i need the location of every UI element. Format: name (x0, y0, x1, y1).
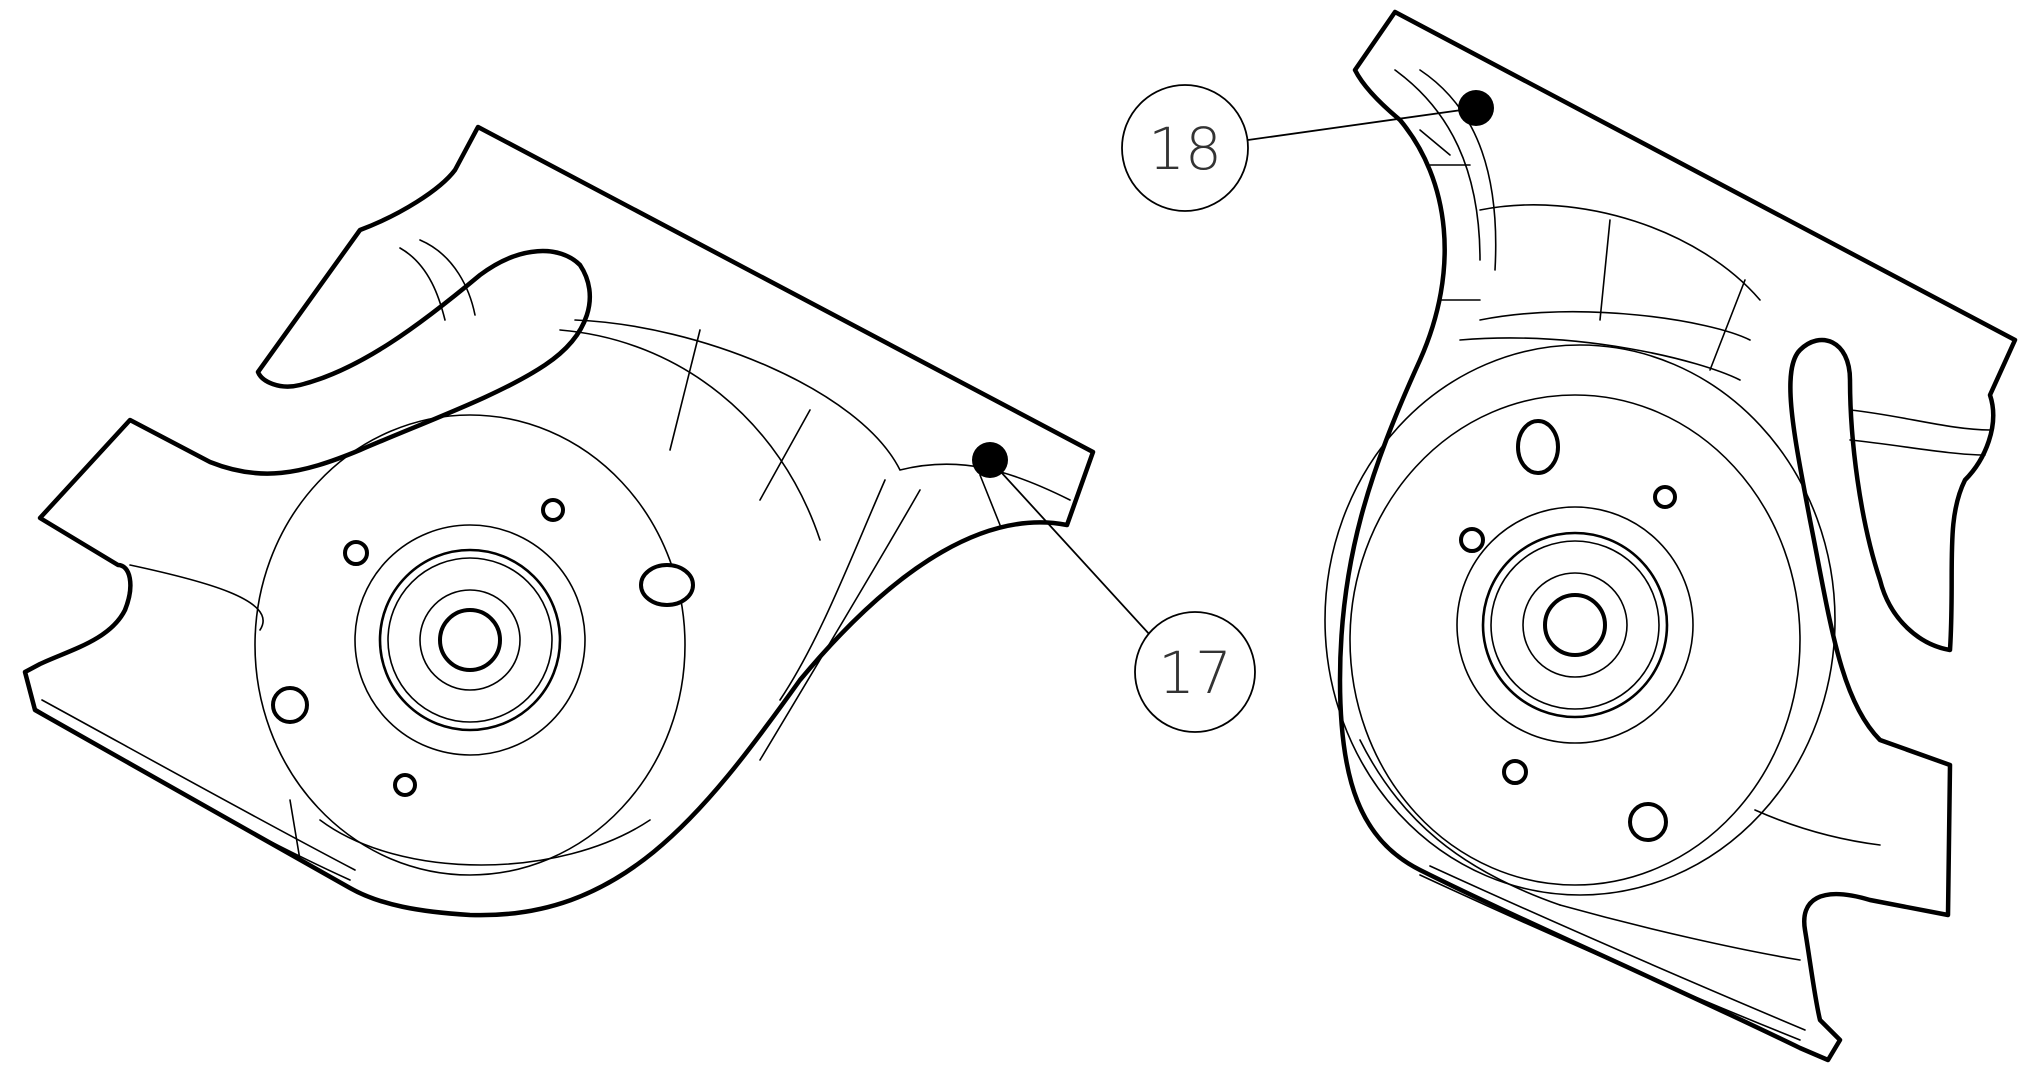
callout-17-circle (1134, 611, 1256, 733)
left-slot-hole (639, 563, 695, 607)
right-bracket-contour (1419, 69, 1497, 271)
right-bracket-contour (1419, 874, 1801, 1041)
callout-18-label: 18 (1148, 115, 1222, 183)
left-disc-outer (254, 414, 686, 876)
left-bolt-hole (541, 498, 565, 522)
right-bracket-contour (1754, 809, 1881, 846)
right-bolt-hole (1628, 802, 1668, 842)
left-bracket-contour (289, 799, 301, 861)
right-hub-ring (1456, 506, 1694, 744)
right-bracket-contour (1479, 204, 1761, 301)
left-bracket-contour (979, 474, 1001, 526)
right-disc-outer (1324, 344, 1836, 896)
left-disc-rim (319, 819, 651, 866)
left-bolt-hole (271, 686, 309, 724)
left-bracket-contour (129, 564, 264, 631)
left-bracket-contour (34, 707, 351, 881)
right-hub-ring (1490, 540, 1660, 710)
right-hub-ring (1481, 531, 1669, 719)
right-bracket-outline (1337, 9, 2018, 1063)
right-bracket-contour (1599, 219, 1611, 321)
left-bracket-contour (574, 319, 1071, 501)
right-bracket-part (1324, 9, 2018, 1063)
left-hub-bore (438, 608, 502, 672)
right-bracket-contour (1394, 69, 1481, 261)
callout-17-leader (989, 459, 1151, 636)
right-bolt-hole (1653, 485, 1677, 509)
left-bracket-contour (759, 489, 921, 761)
callout-17: 17 (989, 459, 1256, 733)
right-bolt-hole (1459, 527, 1485, 553)
right-bracket-contour (1359, 739, 1561, 906)
right-bracket-contour (1429, 865, 1806, 1031)
left-bracket-contour (399, 247, 446, 321)
right-bolt-hole (1502, 759, 1528, 785)
right-disc-outer (1349, 394, 1801, 886)
right-bracket-contour (1559, 904, 1801, 961)
left-hub-ring (419, 589, 521, 691)
left-hub-ring (387, 557, 553, 723)
right-slot-hole (1516, 419, 1560, 475)
left-bracket-outline (22, 124, 1096, 918)
left-bracket-contour (559, 329, 821, 541)
left-hub-ring (354, 524, 586, 756)
left-bracket-contour (669, 329, 701, 451)
right-bracket-contour (1849, 439, 1986, 456)
callout-18-circle (1121, 84, 1249, 212)
right-hub-ring (1522, 572, 1628, 678)
right-bracket-contour (1849, 409, 1991, 431)
right-bracket-contour (1479, 310, 1751, 341)
left-bracket-contour (419, 239, 476, 316)
left-bracket-part (22, 124, 1096, 918)
callout-18-leader (1247, 107, 1477, 141)
left-bracket-contour (41, 699, 356, 871)
callout-17-label: 17 (1158, 639, 1232, 707)
left-bolt-hole (393, 773, 417, 797)
left-hub-ring (378, 548, 562, 732)
left-bracket-contour (779, 479, 886, 701)
right-bracket-contour (1459, 337, 1741, 381)
right-bracket-contour (1419, 129, 1451, 156)
right-hub-bore (1543, 593, 1607, 657)
left-bracket-contour (759, 409, 811, 501)
left-bolt-hole (343, 540, 369, 566)
right-bracket-contour (1709, 279, 1746, 371)
callout-18: 18 (1121, 84, 1477, 212)
